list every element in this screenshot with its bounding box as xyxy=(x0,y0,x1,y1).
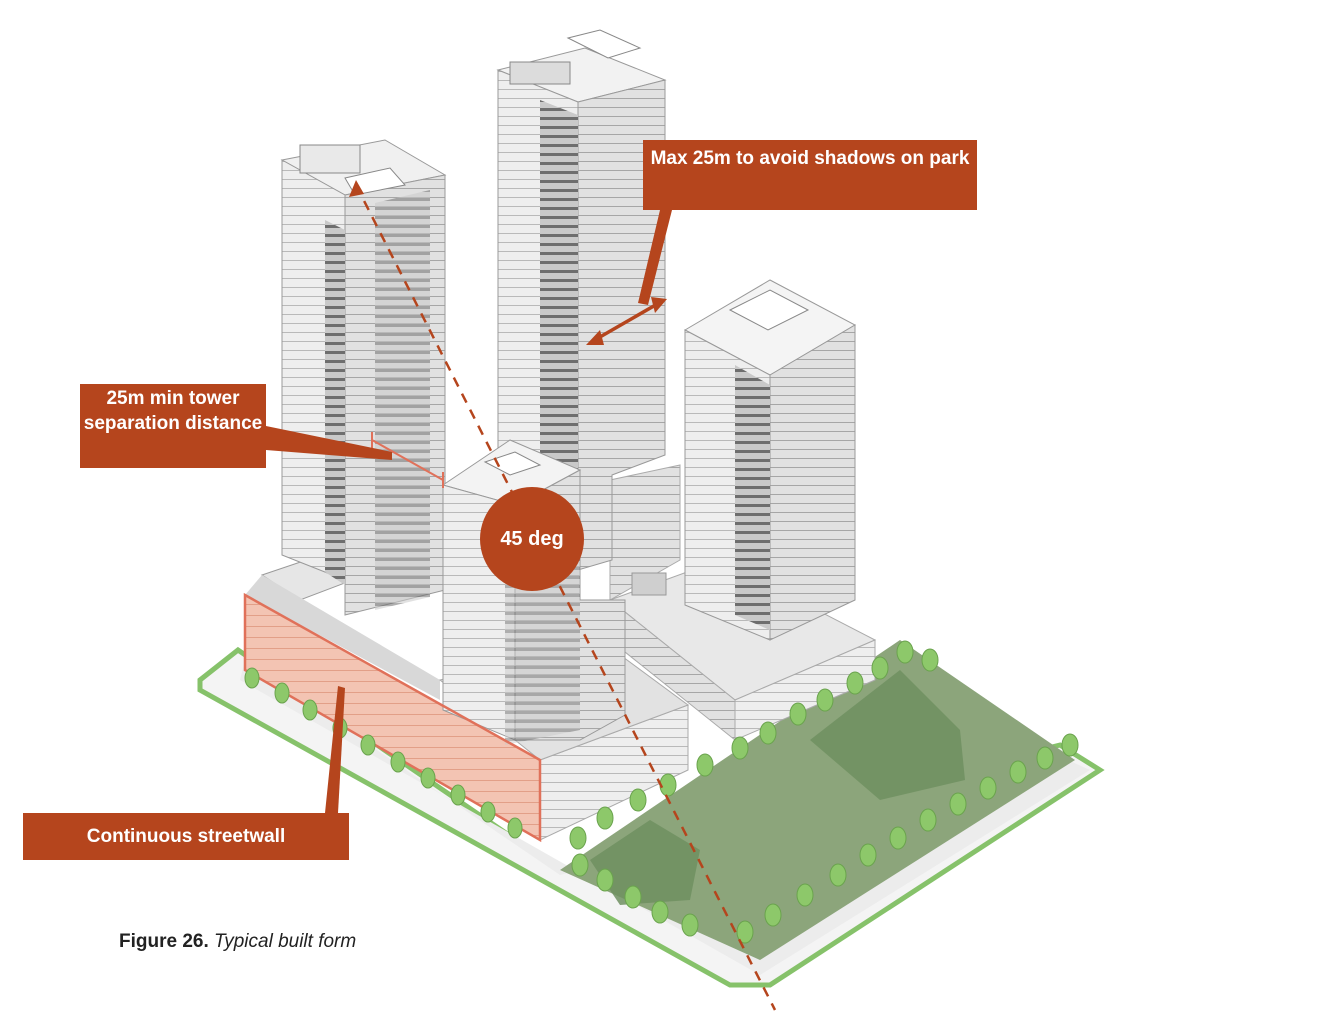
park-shadow xyxy=(810,670,965,800)
streetwall-highlight xyxy=(243,592,542,843)
tower-west xyxy=(280,139,447,616)
streetwall-callout: Continuous streetwall xyxy=(23,813,349,860)
streetwall-leader xyxy=(325,686,345,813)
angle-callout: 45 deg xyxy=(480,487,584,591)
shadow-distance-arrow xyxy=(586,210,672,345)
podium-east xyxy=(608,464,877,742)
shadow-limit-callout: Max 25m to avoid shadows on park xyxy=(643,140,977,210)
figure-title: Typical built form xyxy=(214,931,357,952)
separation-indicator xyxy=(266,426,444,488)
tree-row-west xyxy=(244,667,523,839)
figure-caption: Figure 26. Typical built form xyxy=(119,931,356,953)
angle-line-arrowhead xyxy=(349,180,364,197)
tower-separation-callout: 25m min tower separation distance xyxy=(80,384,266,468)
tree-row-park-west xyxy=(571,853,669,924)
tree-row-north xyxy=(569,640,939,850)
tower-east xyxy=(683,279,857,641)
park-shadow xyxy=(590,820,700,905)
tree-row-southeast xyxy=(681,733,1079,944)
figure-number: Figure 26. xyxy=(119,931,209,952)
